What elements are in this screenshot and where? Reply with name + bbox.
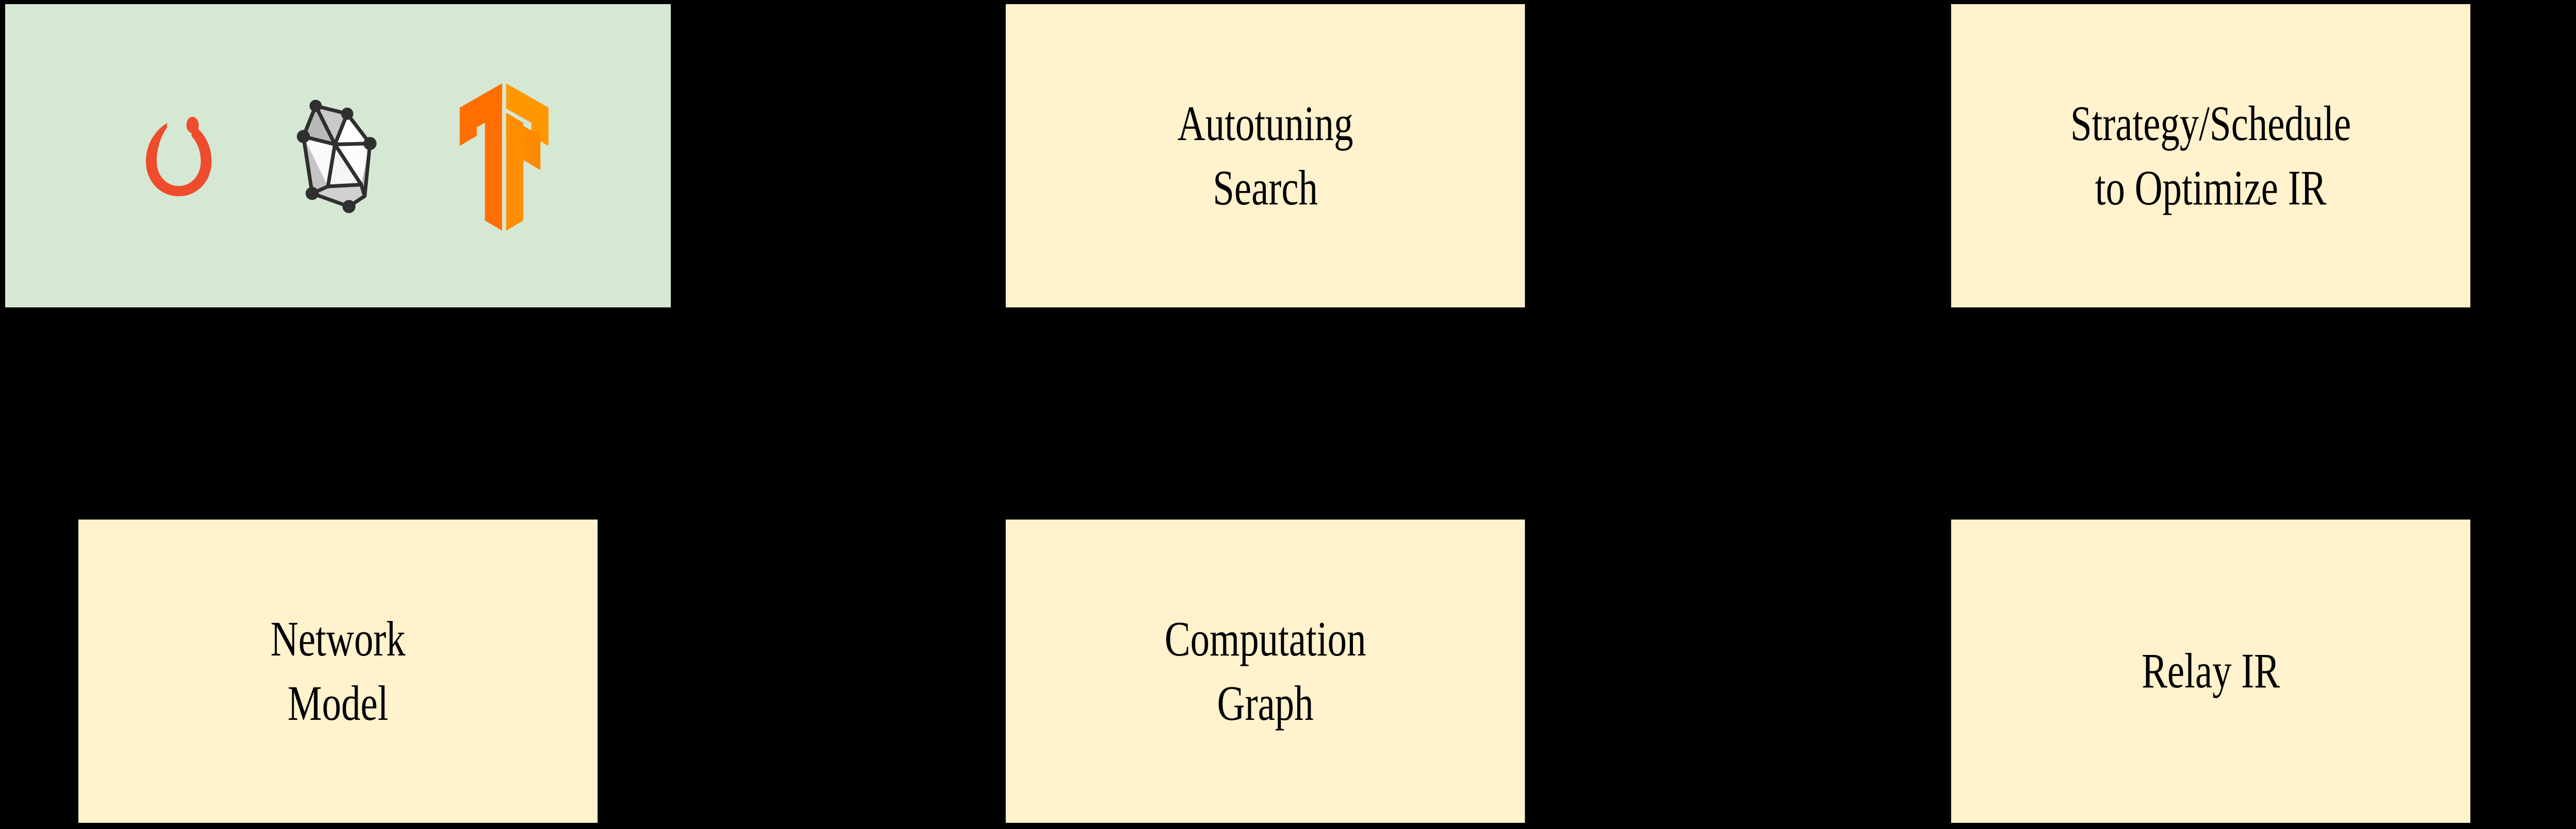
- node-computation-graph-label: Computation Graph: [1164, 611, 1366, 731]
- pytorch-logo: [146, 101, 212, 197]
- node-relay-ir[interactable]: Relay IR: [1951, 520, 2470, 823]
- node-autotuning-search-label: Autotuning Search: [1177, 95, 1353, 215]
- node-relay-ir-label: Relay IR: [2141, 643, 2280, 699]
- node-network-model-label: Network Model: [270, 611, 406, 731]
- onnx-logo: [297, 99, 377, 213]
- node-computation-graph[interactable]: Computation Graph: [1006, 520, 1525, 823]
- node-strategy-schedule-label: Strategy/Schedule to Optimize IR: [2070, 95, 2351, 215]
- tensorflow-logo: [460, 83, 549, 231]
- node-frameworks[interactable]: [5, 4, 671, 307]
- node-strategy-schedule[interactable]: Strategy/Schedule to Optimize IR: [1951, 4, 2470, 307]
- node-autotuning-search[interactable]: Autotuning Search: [1006, 4, 1525, 307]
- node-network-model[interactable]: Network Model: [78, 520, 598, 823]
